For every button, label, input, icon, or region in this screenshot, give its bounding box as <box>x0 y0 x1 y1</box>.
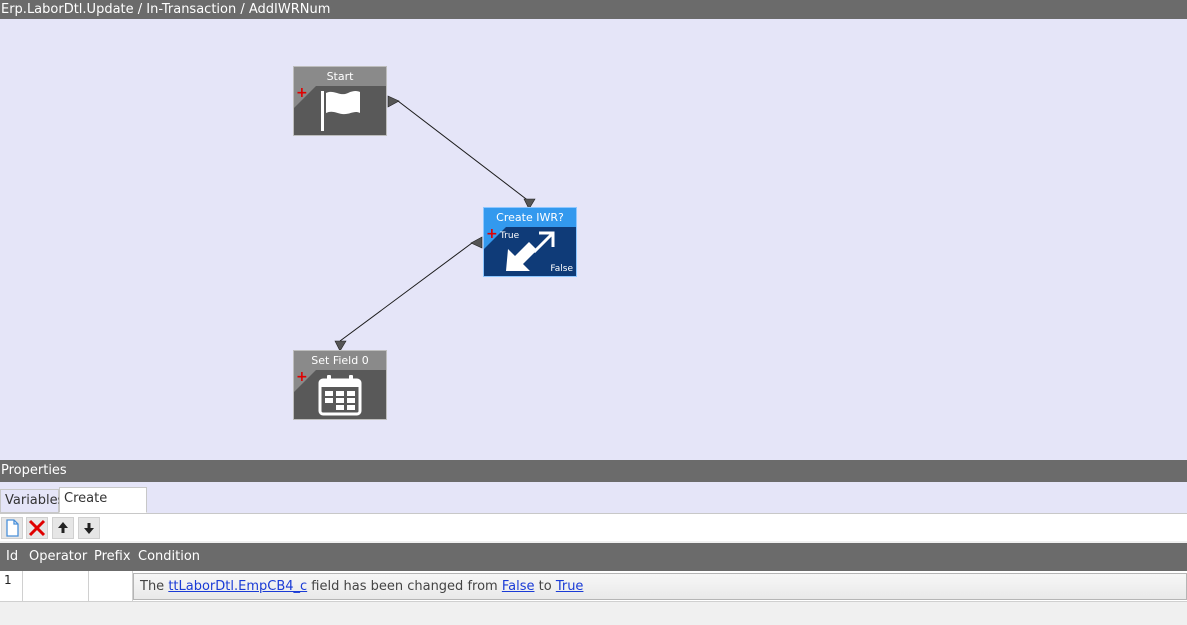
node-corner <box>294 370 316 392</box>
node-corner <box>294 86 316 108</box>
add-plus-icon[interactable]: + <box>486 226 498 242</box>
tab-create-iwr[interactable]: Create IWR? <box>59 487 147 528</box>
node-corner <box>484 227 506 249</box>
output-port-start <box>387 95 400 108</box>
condition-text: to <box>534 579 556 594</box>
node-start[interactable]: Start + <box>293 66 387 136</box>
condition-text: field has been changed from <box>307 579 502 594</box>
column-prefix[interactable]: Prefix <box>94 549 131 564</box>
column-condition[interactable]: Condition <box>138 549 201 564</box>
cell-condition[interactable]: The ttLaborDtl.EmpCB4_c field has been c… <box>133 573 1187 600</box>
connector-layer <box>334 95 536 352</box>
new-document-icon <box>6 519 19 537</box>
move-down-button[interactable] <box>78 517 100 539</box>
connector-create-iwr-to-set-field <box>339 242 473 342</box>
add-plus-icon[interactable]: + <box>296 85 308 101</box>
add-plus-icon[interactable]: + <box>296 369 308 385</box>
window-title: Erp.LaborDtl.Update / In-Transaction / A… <box>0 0 1187 19</box>
properties-tabs: Variables Create IWR? <box>0 482 1187 528</box>
tab-variables[interactable]: Variables <box>0 489 64 513</box>
false-branch-label: False <box>550 264 573 274</box>
conditions-grid-header: Id Operator Prefix Condition <box>0 543 1187 571</box>
node-start-label: Start <box>294 67 386 86</box>
grid-empty-area <box>0 602 1187 625</box>
column-id[interactable]: Id <box>6 549 19 564</box>
column-operator[interactable]: Operator <box>29 549 88 564</box>
input-arrow-create-iwr <box>523 198 536 210</box>
node-set-field-label: Set Field 0 <box>294 351 386 370</box>
connector-start-to-create-iwr <box>397 100 531 203</box>
flag-icon <box>321 91 360 131</box>
node-set-field[interactable]: Set Field 0 + <box>293 350 387 420</box>
delete-x-icon <box>28 519 46 537</box>
cell-operator[interactable] <box>23 571 89 602</box>
condition-arrows-icon <box>506 231 555 271</box>
from-value-link[interactable]: False <box>501 579 535 594</box>
move-up-button[interactable] <box>52 517 74 539</box>
arrow-down-icon <box>84 523 94 534</box>
true-branch-label: True <box>500 231 520 241</box>
new-condition-button[interactable] <box>1 517 23 539</box>
properties-header: Properties <box>0 460 1187 482</box>
calendar-icon <box>318 375 362 416</box>
cell-prefix[interactable] <box>89 571 133 602</box>
arrow-up-icon <box>58 522 68 533</box>
field-link[interactable]: ttLaborDtl.EmpCB4_c <box>168 579 308 594</box>
node-create-iwr[interactable]: Create IWR? + True False <box>483 207 577 277</box>
node-create-iwr-label: Create IWR? <box>484 208 576 227</box>
condition-toolbar <box>0 513 1187 541</box>
to-value-link[interactable]: True <box>555 579 584 594</box>
condition-text: The <box>140 579 169 594</box>
input-arrow-set-field <box>334 340 347 352</box>
output-port-true <box>470 236 483 249</box>
table-row[interactable]: 1 The ttLaborDtl.EmpCB4_c field has been… <box>0 571 1187 602</box>
workflow-canvas[interactable]: Start + Create IWR? + True False <box>0 19 1187 460</box>
cell-id[interactable]: 1 <box>0 571 23 602</box>
delete-condition-button[interactable] <box>26 517 48 539</box>
